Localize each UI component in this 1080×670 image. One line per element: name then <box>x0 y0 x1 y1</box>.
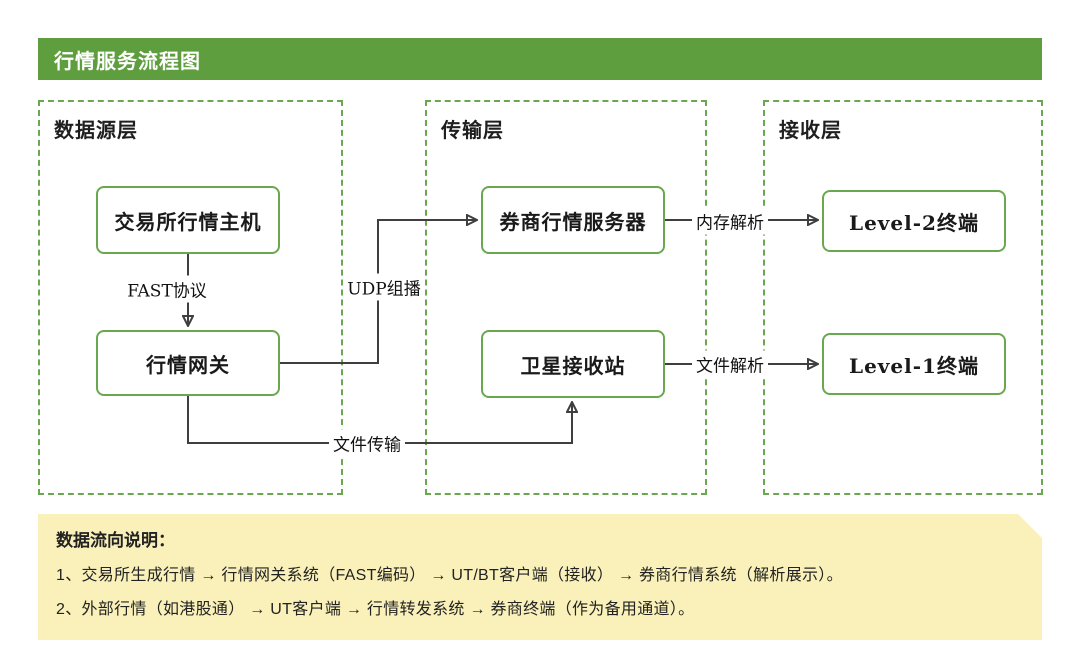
note-line-2: 2、外部行情（如港股通） → UT客户端 → 行情转发系统 → 券商终端（作为备… <box>56 601 695 618</box>
group-label-transport: 传输层 <box>441 118 504 142</box>
group-label-data-source: 数据源层 <box>54 118 138 142</box>
note-title: 数据流向说明： <box>56 531 175 550</box>
edge-label-udp-multicast: UDP组播 <box>343 273 425 301</box>
page-title: 行情服务流程图 <box>54 48 201 73</box>
group-receive-layer: 接收层 <box>763 100 1043 495</box>
data-flow-note: 数据流向说明： 1、交易所生成行情 → 行情网关系统（FAST编码） → UT/… <box>38 514 1042 640</box>
note-line-1: 1、交易所生成行情 → 行情网关系统（FAST编码） → UT/BT客户端（接收… <box>56 567 843 584</box>
edge-label-file-transfer: 文件传输 <box>329 429 405 457</box>
node-broker-market-server: 券商行情服务器 <box>481 186 665 254</box>
edge-label-file-parse: 文件解析 <box>692 350 768 378</box>
page-title-bar: 行情服务流程图 <box>38 38 1042 80</box>
edge-label-fast-protocol: FAST协议 <box>123 275 211 303</box>
node-market-gateway: 行情网关 <box>96 330 280 396</box>
node-satellite-receive-station: 卫星接收站 <box>481 330 665 398</box>
node-exchange-market-host: 交易所行情主机 <box>96 186 280 254</box>
node-level1-terminal: Level-1终端 <box>822 333 1006 395</box>
group-label-receive: 接收层 <box>779 118 842 142</box>
node-level2-terminal: Level-2终端 <box>822 190 1006 252</box>
group-transport-layer: 传输层 <box>425 100 707 495</box>
edge-label-memory-parse: 内存解析 <box>692 207 768 235</box>
